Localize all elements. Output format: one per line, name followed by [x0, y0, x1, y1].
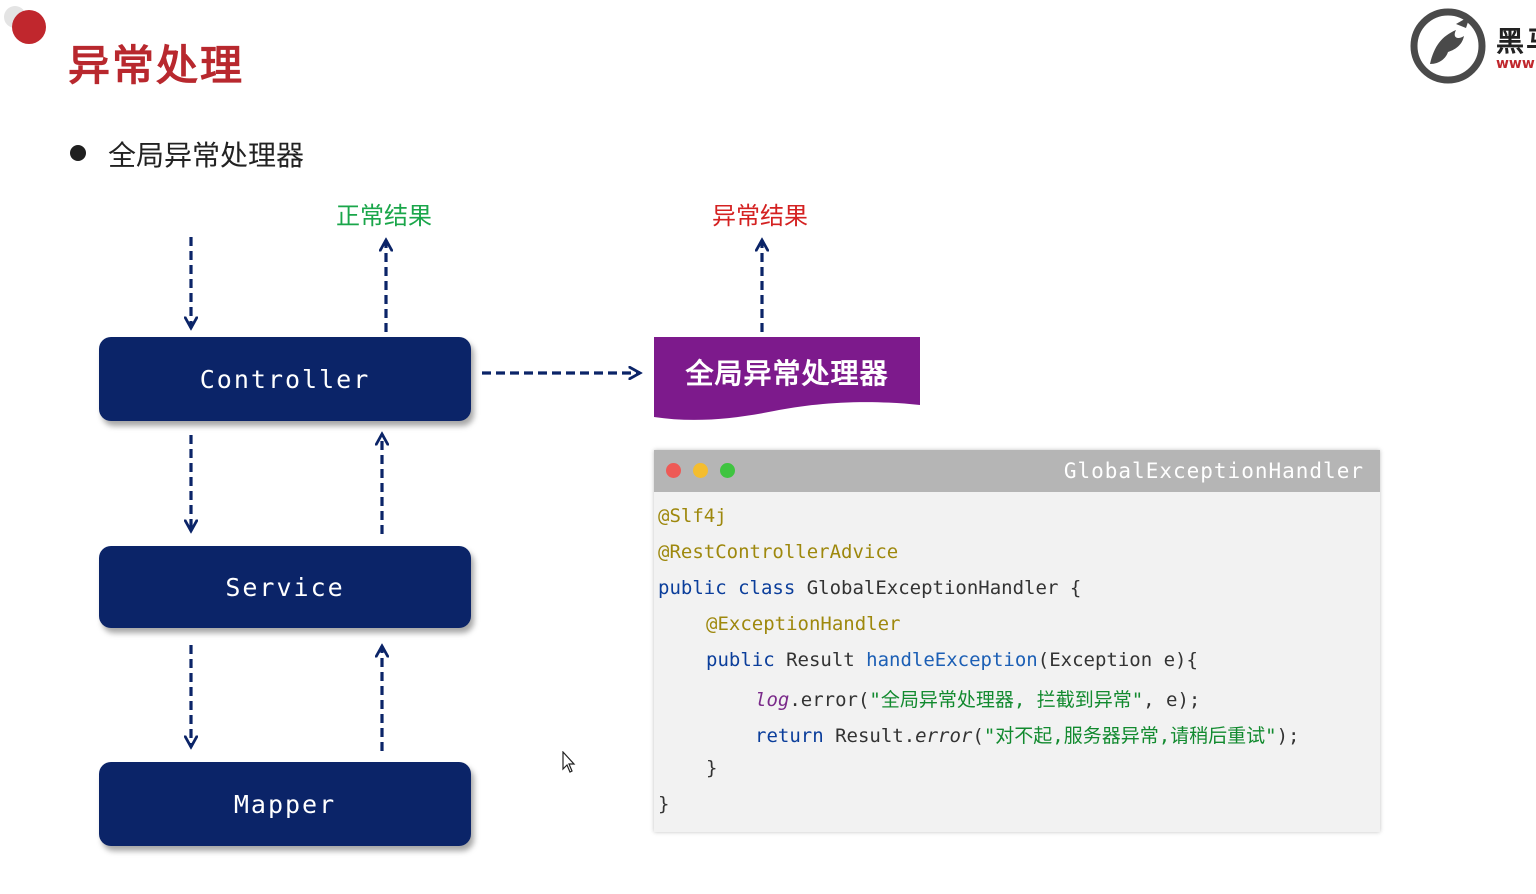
code-window-titlebar: GlobalExceptionHandler — [654, 450, 1380, 492]
code-text: Result — [774, 649, 867, 671]
code-text: ( — [972, 725, 984, 747]
code-annotation: @RestControllerAdvice — [658, 541, 899, 563]
controller-box: Controller — [99, 337, 471, 421]
handler-label: 全局异常处理器 — [685, 357, 889, 390]
code-line: log.error("全局异常处理器, 拦截到异常", e); — [755, 685, 1200, 712]
code-line: public Result handleException(Exception … — [706, 649, 1198, 671]
code-line: @Slf4j — [658, 505, 727, 527]
bullet-point — [70, 145, 86, 161]
code-text: } — [658, 793, 670, 815]
code-text: (Exception e){ — [1037, 649, 1198, 671]
code-keyword: public class — [658, 577, 796, 599]
code-text: Result. — [823, 725, 916, 747]
code-text: } — [706, 757, 718, 779]
bullet-text: 全局异常处理器 — [108, 139, 305, 172]
code-text: ); — [1276, 725, 1300, 747]
brand-logo: 黑马 www — [1408, 6, 1536, 86]
code-log: log — [755, 689, 790, 711]
code-text: GlobalExceptionHandler { — [795, 577, 1082, 599]
horse-logo-icon — [1410, 8, 1486, 84]
code-line: return Result.error("对不起,服务器异常,请稍后重试"); — [755, 721, 1299, 748]
exception-result-label: 异常结果 — [712, 202, 808, 230]
code-line: } — [706, 757, 717, 779]
code-string: "对不起,服务器异常,请稍后重试" — [983, 725, 1277, 747]
code-line: } — [658, 793, 669, 815]
handler-banner — [654, 337, 920, 420]
code-keyword: return — [755, 725, 824, 747]
decorative-red-dot — [12, 10, 46, 44]
code-window-title: GlobalExceptionHandler — [1063, 459, 1364, 483]
window-close-dot — [666, 463, 681, 478]
code-text: .error( — [789, 689, 870, 711]
code-annotation: @Slf4j — [658, 505, 727, 527]
code-method: error — [915, 725, 973, 747]
service-box: Service — [99, 546, 471, 628]
window-maximize-dot — [720, 463, 735, 478]
code-window: GlobalExceptionHandler @Slf4j @RestContr… — [654, 450, 1380, 832]
code-line: public class GlobalExceptionHandler { — [658, 577, 1081, 599]
code-text: , e); — [1143, 689, 1201, 711]
normal-result-label: 正常结果 — [336, 202, 432, 230]
page-title: 异常处理 — [68, 41, 245, 90]
code-method: handleException — [866, 649, 1038, 671]
code-keyword: public — [706, 649, 775, 671]
code-string: "全局异常处理器, 拦截到异常" — [869, 689, 1144, 711]
mouse-pointer-icon — [562, 751, 576, 773]
logo-text: 黑马 — [1496, 25, 1536, 58]
window-minimize-dot — [693, 463, 708, 478]
code-line: @RestControllerAdvice — [658, 541, 898, 563]
code-annotation: @ExceptionHandler — [706, 613, 901, 635]
mapper-box: Mapper — [99, 762, 471, 846]
logo-url: www — [1496, 56, 1535, 72]
code-line: @ExceptionHandler — [706, 613, 900, 635]
